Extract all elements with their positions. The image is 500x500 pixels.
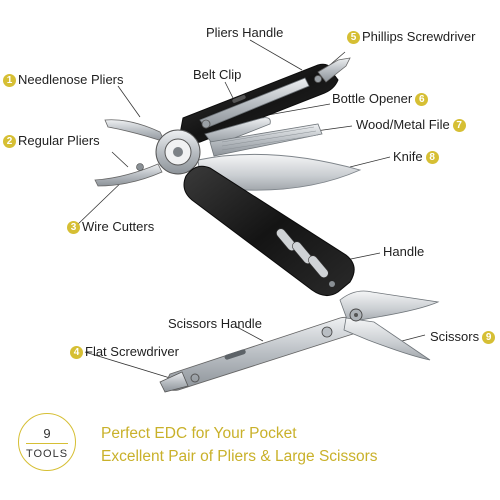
number-badge: 2 (3, 135, 16, 148)
label-text: Bottle Opener (332, 91, 413, 106)
label-text: Wood/Metal File (356, 117, 450, 132)
number-badge: 6 (415, 93, 429, 106)
label-handle: Handle (383, 244, 425, 259)
label-text: Phillips Screwdriver (362, 29, 476, 44)
screwdriver-ring-icon (190, 373, 200, 383)
label-text: Scissors (430, 329, 480, 344)
needlenose-pliers-part (94, 119, 166, 187)
tagline-2: Excellent Pair of Pliers & Large Scissor… (101, 448, 378, 465)
label-text: Flat Screwdriver (85, 344, 179, 359)
label-text: Wire Cutters (82, 219, 155, 234)
pivot-head (136, 129, 201, 175)
number-badge: 8 (425, 151, 439, 164)
number-badge: 5 (347, 31, 360, 44)
number-badge: 3 (67, 221, 80, 234)
pliers-handle-part (179, 63, 339, 144)
leader-lines (75, 39, 426, 379)
tagline-1: Perfect EDC for Your Pocket (101, 425, 297, 442)
label-scissors-handle: Scissors Handle (168, 316, 262, 331)
handle-part (183, 165, 355, 296)
tools-count-badge: 9 TOOLS (18, 413, 76, 471)
scissors-part (339, 290, 440, 361)
bottle-opener-part (204, 117, 271, 147)
number-badge: 9 (482, 331, 496, 344)
badge-divider (26, 443, 68, 444)
number-badge: 7 (452, 119, 466, 132)
label-belt-clip: Belt Clip (193, 67, 242, 82)
wood-metal-file-part (209, 123, 323, 157)
phillips-screwdriver-part (317, 57, 351, 83)
flat-screwdriver-part (159, 371, 189, 393)
tools-count-text: TOOLS (25, 448, 69, 460)
number-badge: 4 (70, 346, 83, 359)
label-text: Regular Pliers (18, 133, 100, 148)
tools-count-number: 9 (43, 426, 51, 441)
number-badge: 1 (3, 74, 16, 87)
label-text: Needlenose Pliers (18, 72, 124, 87)
label-pliers-handle: Pliers Handle (206, 25, 284, 40)
label-text: Knife (393, 149, 423, 164)
